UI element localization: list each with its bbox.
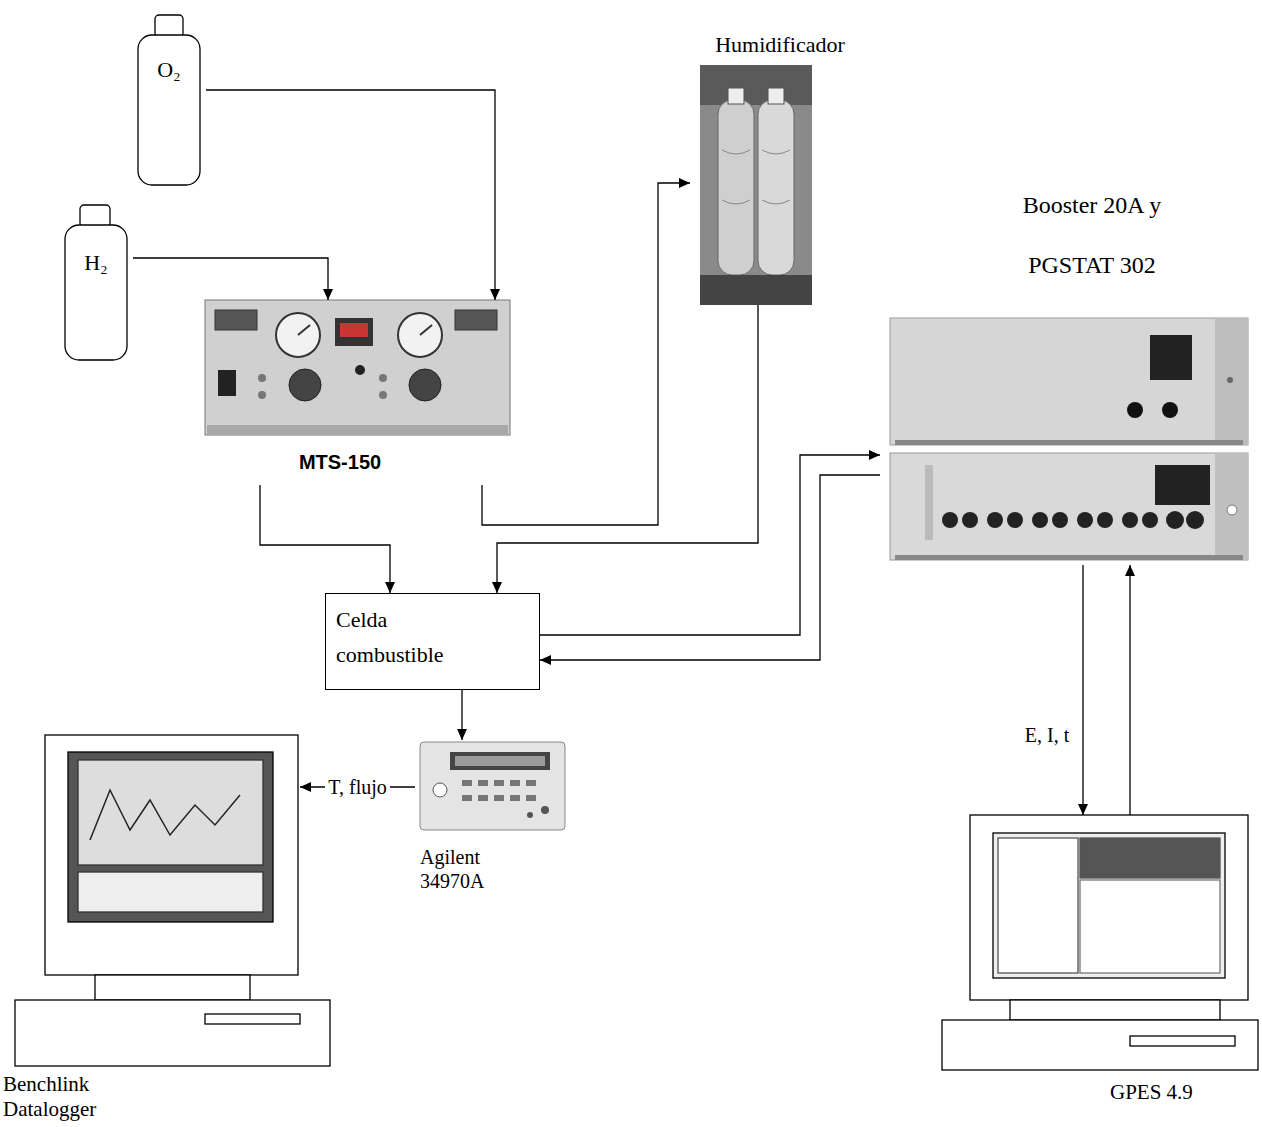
gas-cylinder: O₂ [138, 15, 206, 185]
node-label: Benchlink Datalogger [3, 1072, 128, 1122]
connector-arrow [540, 475, 880, 660]
computer-illustration [15, 735, 330, 1066]
node-label: Celda combustible [336, 602, 466, 672]
connector-arrow [260, 485, 390, 593]
humidifier-node: Humidificador [690, 30, 876, 305]
gas-cylinder: H₂ [65, 205, 133, 360]
booster-unit [890, 318, 1248, 445]
node-label: GPES 4.9 [1110, 1080, 1230, 1105]
computer-node: GPES 4.9 [940, 815, 1255, 1112]
potentiostat-unit [890, 453, 1248, 560]
node-label: Humidificador [690, 32, 870, 58]
signal-label: T, flujo [325, 776, 390, 799]
connector-arrow [497, 305, 758, 593]
gas-controller-node: MTS-150 [205, 300, 515, 485]
signal-label: E, I, t [1022, 724, 1072, 747]
computer-illustration [942, 815, 1258, 1070]
connector-arrow [1129, 565, 1130, 815]
gas-cylinder [138, 15, 200, 185]
node-label: MTS-150 [275, 450, 405, 474]
instrument-node: Agilent 34970A [415, 740, 570, 905]
process-box: Celda combustible [325, 593, 540, 690]
node-label: H₂ [65, 250, 127, 276]
data-acquisition-unit [420, 742, 565, 830]
humidifier-photo [700, 65, 812, 305]
connector-arrow [540, 455, 880, 635]
potentiostat-node: Booster 20A y PGSTAT 302 [880, 175, 1255, 565]
connector-arrow [1082, 565, 1083, 815]
gas-controller-panel [205, 300, 510, 435]
computer-node: Benchlink Datalogger [0, 730, 300, 1127]
gas-cylinder [65, 205, 127, 360]
connector-arrow [206, 90, 495, 300]
connector-arrow [482, 183, 690, 525]
connector-arrow [133, 258, 328, 300]
node-label: Agilent 34970A [420, 845, 520, 893]
node-label: O₂ [138, 57, 200, 83]
connector-arrow [461, 690, 462, 740]
node-label: Booster 20A y PGSTAT 302 [997, 175, 1187, 295]
